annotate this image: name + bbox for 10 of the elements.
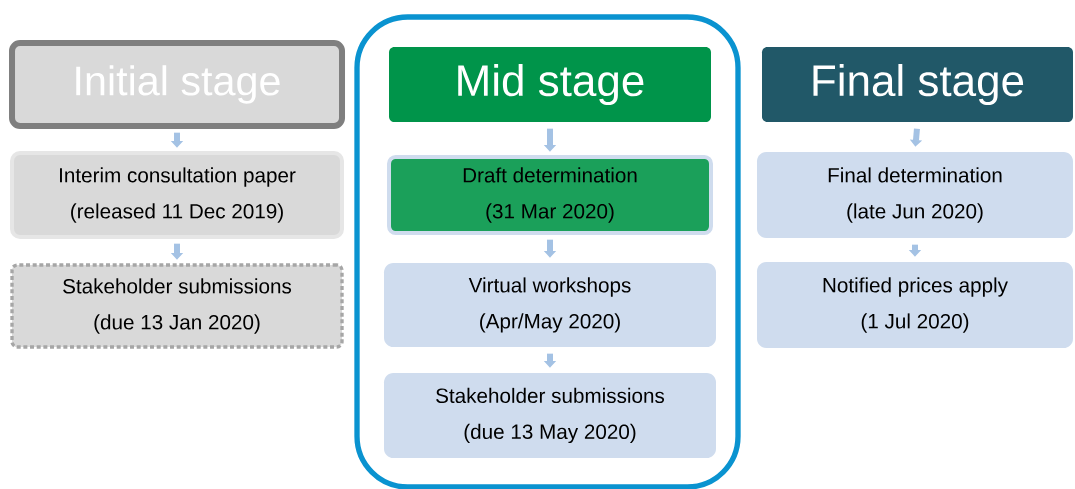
process-box: Notified prices apply (1 Jul 2020) xyxy=(757,262,1073,348)
stage-header-box: Mid stage xyxy=(389,47,711,122)
stage-header-box: Final stage xyxy=(762,47,1073,122)
process-box: Stakeholder submissions (due 13 May 2020) xyxy=(384,373,716,458)
process-box: Interim consultation paper (released 11 Dec 2019) xyxy=(10,151,344,239)
process-box: Draft determination (31 Mar 2020) xyxy=(387,155,713,235)
dashed-process-box: Stakeholder submissions (due 13 Jan 2020) xyxy=(10,263,344,349)
process-box: Final determination (late Jun 2020) xyxy=(757,152,1073,238)
stage-frame xyxy=(354,14,741,489)
process-box: Virtual workshops (Apr/May 2020) xyxy=(384,263,716,347)
